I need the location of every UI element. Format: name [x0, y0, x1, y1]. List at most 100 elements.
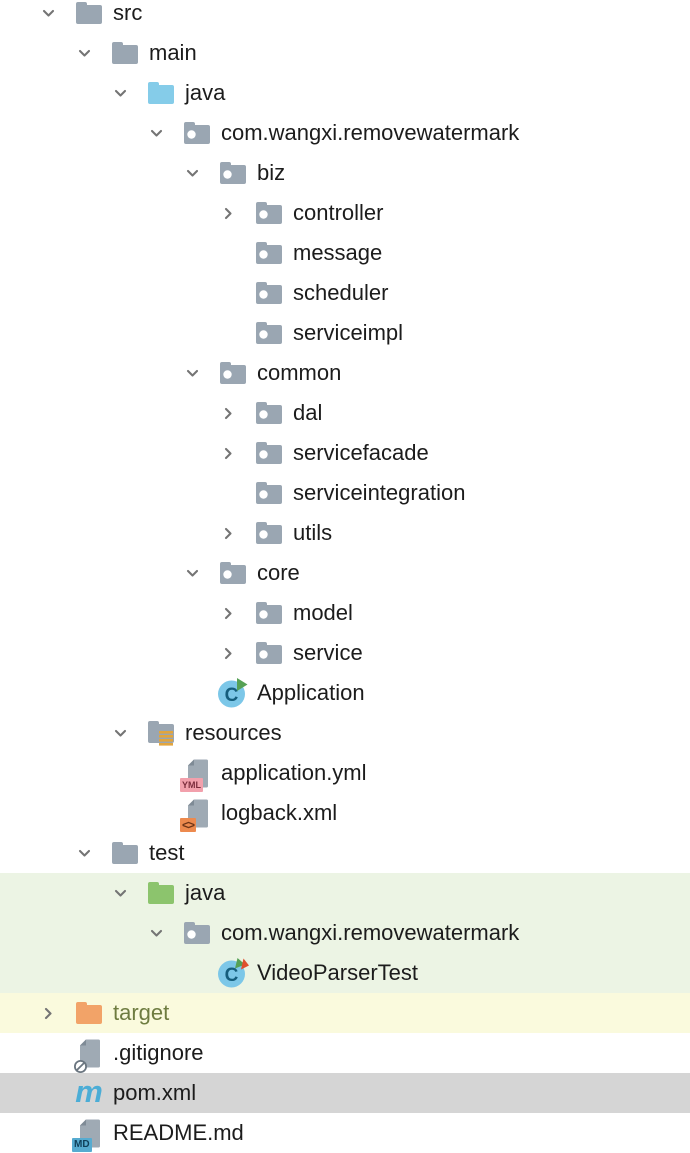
svg-text:C: C — [225, 685, 239, 706]
folder-icon — [110, 36, 140, 70]
tree-item-java[interactable]: java — [0, 873, 690, 913]
tree-item-label: model — [293, 600, 353, 625]
tree-item-serviceimpl[interactable]: serviceimpl — [0, 313, 690, 353]
tree-item-label: test — [149, 840, 185, 865]
tree-item-label: java — [185, 80, 226, 105]
sources-folder-icon — [146, 76, 176, 110]
ignored-file-icon — [74, 1036, 104, 1073]
chevron-right-icon[interactable] — [220, 513, 254, 553]
chevron-down-icon[interactable] — [184, 553, 218, 593]
chevron-spacer — [184, 673, 218, 713]
tree-item-label: .gitignore — [113, 1040, 204, 1065]
tree-item-gitignore[interactable]: .gitignore — [0, 1033, 690, 1073]
xml-file-icon: <> — [180, 796, 212, 832]
chevron-right-icon[interactable] — [220, 433, 254, 473]
tree-item-label: pom.xml — [113, 1080, 197, 1105]
chevron-right-icon[interactable] — [220, 593, 254, 633]
chevron-down-icon[interactable] — [148, 113, 182, 153]
tree-item-label: com.wangxi.removewatermark — [221, 920, 520, 945]
package-folder-icon — [218, 356, 248, 390]
tree-item-service[interactable]: service — [0, 633, 690, 673]
tree-item-label: utils — [293, 520, 333, 545]
chevron-down-icon[interactable] — [148, 913, 182, 953]
test-class-icon: C — [218, 956, 249, 990]
chevron-down-icon[interactable] — [112, 713, 146, 753]
tree-item-label: message — [293, 240, 383, 265]
tree-item-application-yml[interactable]: YML application.yml — [0, 753, 690, 793]
tree-item-main[interactable]: main — [0, 33, 690, 73]
tree-item-pom-xml[interactable]: m pom.xml — [0, 1073, 690, 1113]
tree-item-target[interactable]: target — [0, 993, 690, 1033]
chevron-down-icon[interactable] — [76, 33, 110, 73]
package-folder-icon — [254, 436, 284, 470]
package-folder-icon — [182, 916, 212, 950]
xml-badge: <> — [180, 818, 197, 832]
chevron-spacer — [220, 273, 254, 313]
tree-item-logback-xml[interactable]: <> logback.xml — [0, 793, 690, 833]
chevron-down-icon[interactable] — [76, 833, 110, 873]
tree-item-scheduler[interactable]: scheduler — [0, 273, 690, 313]
tree-item-servicefacade[interactable]: servicefacade — [0, 433, 690, 473]
chevron-spacer — [148, 793, 182, 833]
package-folder-icon — [218, 156, 248, 190]
yaml-file-icon: YML — [180, 756, 212, 792]
tree-item-java[interactable]: java — [0, 73, 690, 113]
chevron-right-icon[interactable] — [220, 193, 254, 233]
maven-file-icon: m — [75, 1073, 103, 1109]
chevron-down-icon[interactable] — [112, 873, 146, 913]
test-sources-folder-icon — [146, 876, 176, 910]
tree-item-controller[interactable]: controller — [0, 193, 690, 233]
tree-item-label: application.yml — [221, 760, 367, 785]
chevron-down-icon[interactable] — [40, 0, 74, 33]
chevron-spacer — [220, 313, 254, 353]
chevron-right-icon[interactable] — [220, 633, 254, 673]
tree-item-utils[interactable]: utils — [0, 513, 690, 553]
chevron-down-icon[interactable] — [112, 73, 146, 113]
tree-item-test[interactable]: test — [0, 833, 690, 873]
tree-item-common[interactable]: common — [0, 353, 690, 393]
tree-item-label: main — [149, 40, 197, 65]
package-folder-icon — [182, 116, 212, 150]
tree-item-label: README.md — [113, 1120, 244, 1145]
package-folder-icon — [254, 636, 284, 670]
tree-item-label: com.wangxi.removewatermark — [221, 120, 520, 145]
tree-item-label: src — [113, 0, 143, 25]
tree-item-model[interactable]: model — [0, 593, 690, 633]
package-folder-icon — [254, 516, 284, 550]
tree-item-dal[interactable]: dal — [0, 393, 690, 433]
tree-item-com-wangxi-removewatermark[interactable]: com.wangxi.removewatermark — [0, 913, 690, 953]
tree-item-core[interactable]: core — [0, 553, 690, 593]
chevron-spacer — [40, 1073, 74, 1113]
tree-item-label: serviceimpl — [293, 320, 404, 345]
tree-item-resources[interactable]: resources — [0, 713, 690, 753]
tree-item-label: serviceintegration — [293, 480, 466, 505]
class-icon: C — [218, 676, 248, 710]
chevron-spacer — [148, 753, 182, 793]
package-folder-icon — [254, 316, 284, 350]
tree-item-label: logback.xml — [221, 800, 338, 825]
tree-item-label: biz — [257, 160, 286, 185]
chevron-down-icon[interactable] — [184, 353, 218, 393]
tree-item-label: java — [185, 880, 226, 905]
yml-badge: YML — [180, 778, 203, 792]
tree-item-label: service — [293, 640, 363, 665]
svg-text:C: C — [225, 965, 239, 986]
chevron-down-icon[interactable] — [184, 153, 218, 193]
tree-item-serviceintegration[interactable]: serviceintegration — [0, 473, 690, 513]
tree-item-message[interactable]: message — [0, 233, 690, 273]
folder-icon — [110, 836, 140, 870]
folder-icon — [74, 0, 104, 30]
tree-item-com-wangxi-removewatermark[interactable]: com.wangxi.removewatermark — [0, 113, 690, 153]
chevron-right-icon[interactable] — [40, 993, 74, 1033]
tree-item-label: common — [257, 360, 342, 385]
tree-item-label: core — [257, 560, 300, 585]
package-folder-icon — [254, 476, 284, 510]
tree-item-biz[interactable]: biz — [0, 153, 690, 193]
chevron-right-icon[interactable] — [220, 393, 254, 433]
tree-item-label: controller — [293, 200, 384, 225]
tree-item-src[interactable]: src — [0, 0, 690, 33]
